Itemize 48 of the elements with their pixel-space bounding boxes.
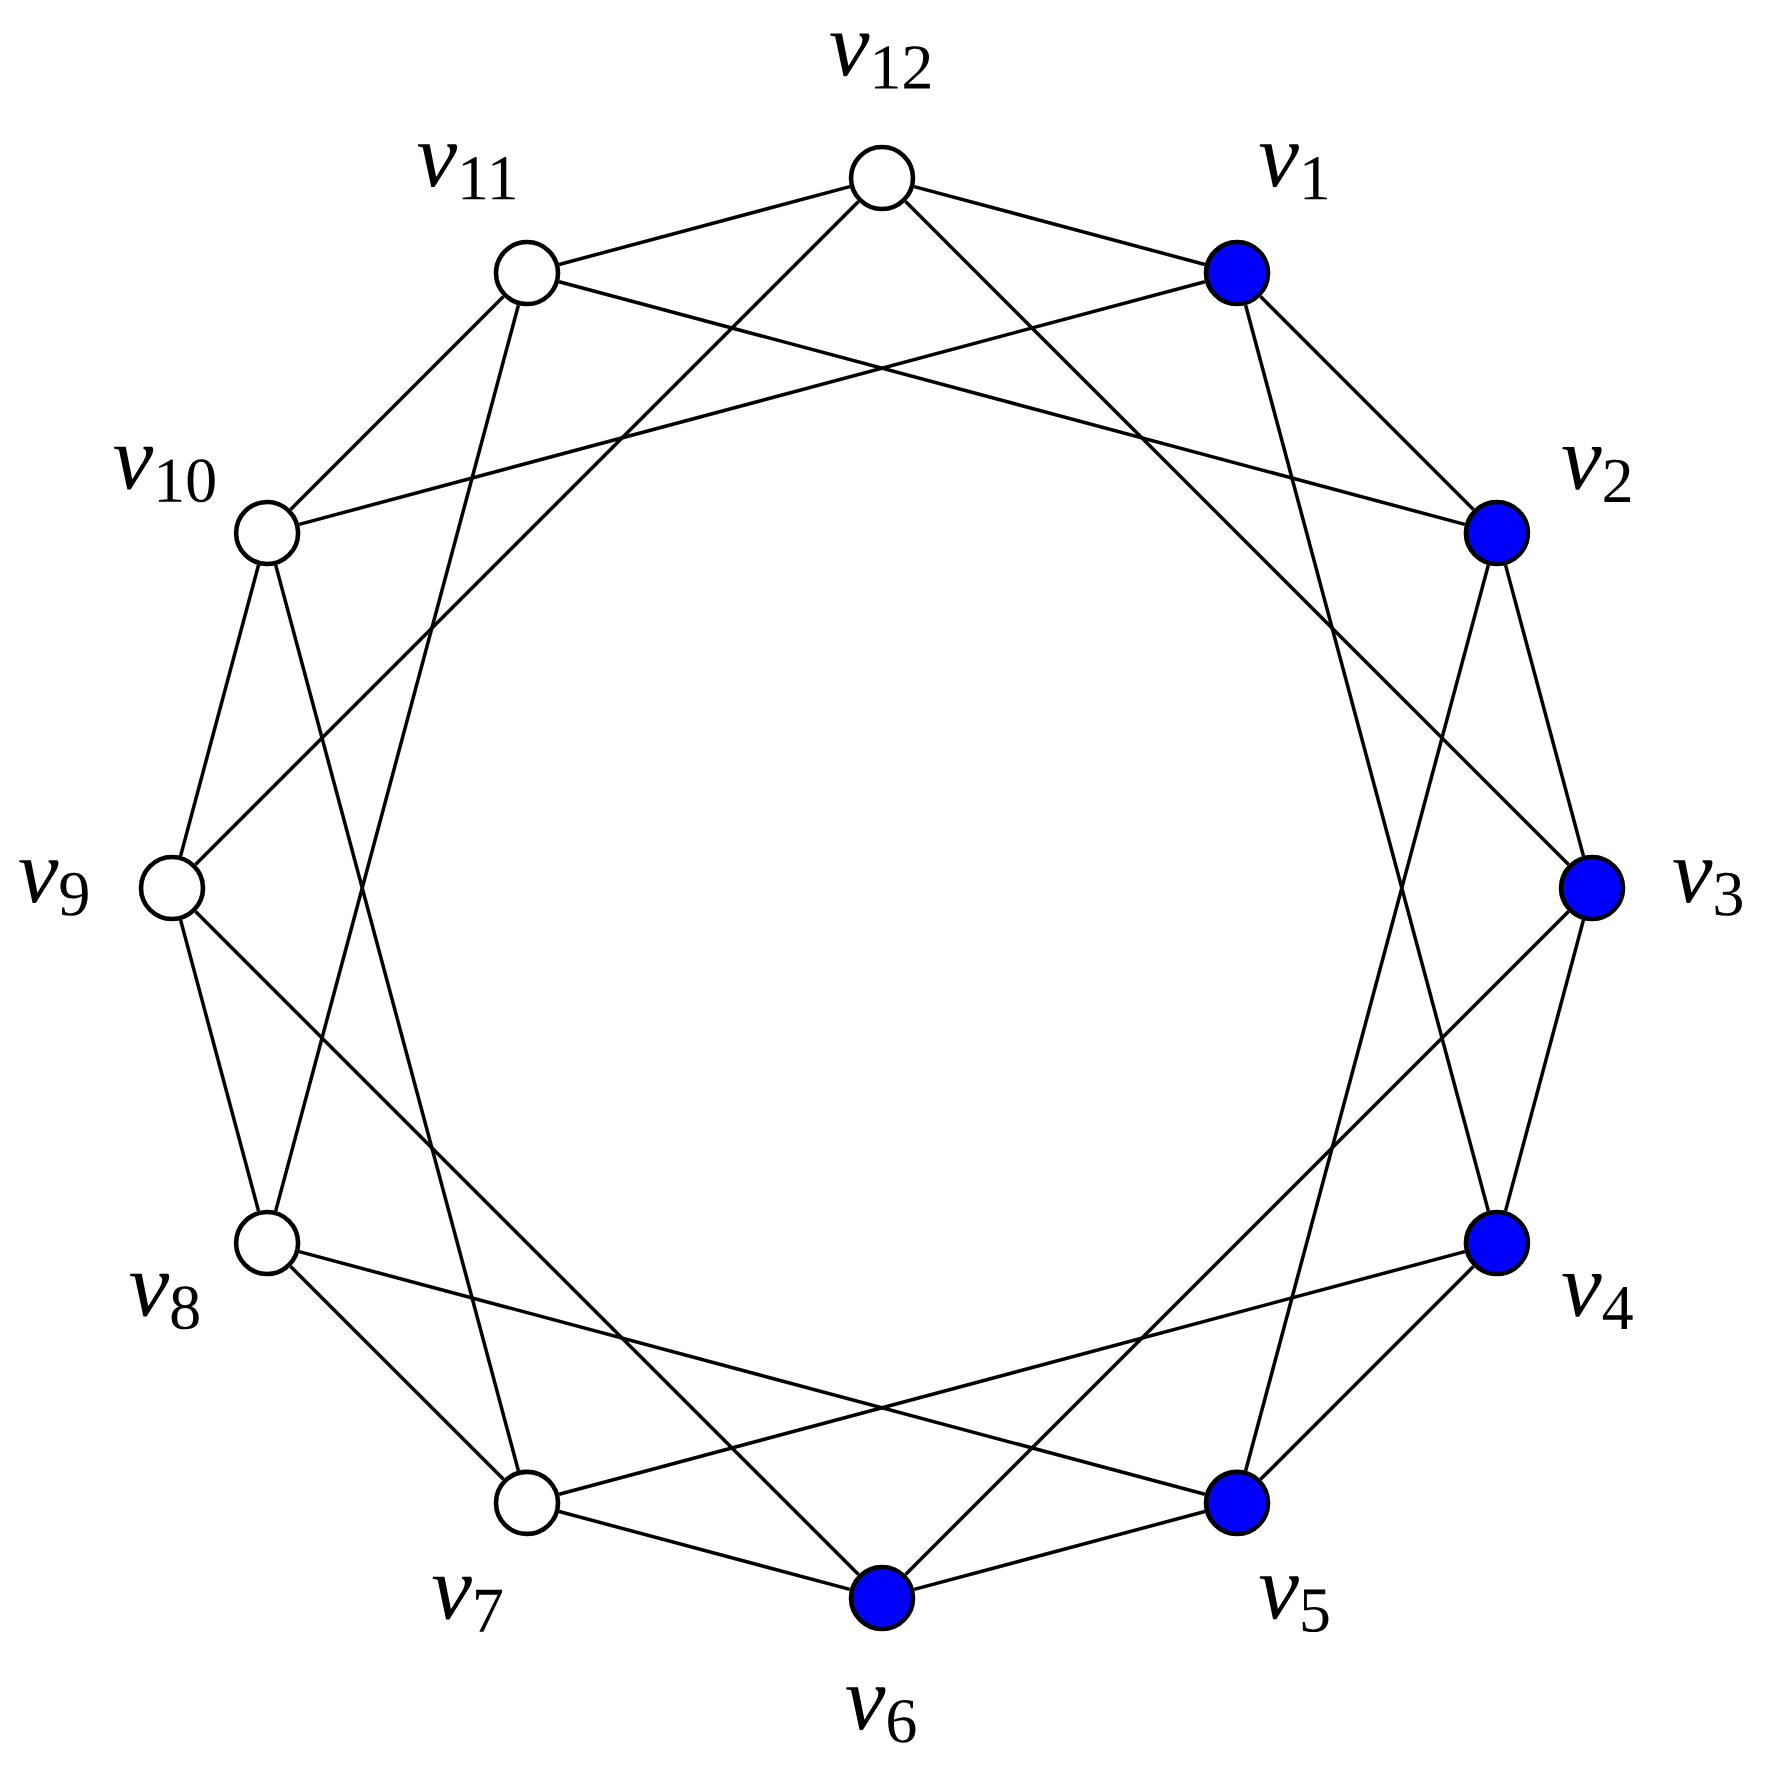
vertex-circle bbox=[1463, 1209, 1531, 1277]
vertex-circle bbox=[1463, 499, 1531, 567]
edge-line bbox=[1259, 295, 1475, 511]
edge-line bbox=[274, 564, 521, 1472]
edge-line bbox=[289, 1265, 505, 1481]
vertex-circle bbox=[138, 854, 206, 922]
edge-line bbox=[558, 1249, 1466, 1496]
edge-line bbox=[194, 200, 860, 866]
vertex-circle bbox=[493, 239, 561, 307]
edge-line bbox=[178, 564, 261, 857]
edge-line bbox=[1243, 304, 1490, 1212]
vertex-label: v$_{3}$ bbox=[1673, 860, 1742, 916]
vertex-circle bbox=[848, 1564, 916, 1632]
vertex-label: v$_{6}$ bbox=[846, 1687, 916, 1743]
vertex-circle bbox=[1203, 239, 1271, 307]
vertex-label: v$_{2}$ bbox=[1562, 446, 1631, 502]
vertex-circle bbox=[848, 144, 916, 212]
edge-line bbox=[289, 295, 505, 511]
vertex-label: v$_{10}$ bbox=[113, 446, 215, 503]
edge-line bbox=[558, 1509, 851, 1592]
vertex-circle bbox=[233, 1209, 301, 1277]
vertex-label: v$_{9}$ bbox=[19, 860, 88, 916]
edge-line bbox=[194, 910, 860, 1576]
vertex-label: v$_{12}$ bbox=[830, 33, 930, 89]
edge-line bbox=[298, 280, 1206, 527]
vertex-circle bbox=[233, 499, 301, 567]
edge-line bbox=[558, 184, 851, 267]
edge-line bbox=[1503, 919, 1586, 1212]
vertex-label: v$_{5}$ bbox=[1259, 1576, 1329, 1632]
edge-line bbox=[558, 280, 1466, 527]
vertex-label: v$_{11}$ bbox=[417, 144, 515, 200]
edge-line bbox=[1259, 1265, 1475, 1481]
edge-line bbox=[178, 919, 261, 1212]
vertex-label: v$_{1}$ bbox=[1259, 144, 1328, 200]
vertex-label: v$_{4}$ bbox=[1562, 1273, 1633, 1329]
vertex-label: v$_{7}$ bbox=[432, 1576, 503, 1632]
edge-line bbox=[1243, 564, 1490, 1472]
edge-line bbox=[298, 1249, 1206, 1496]
vertex-circle bbox=[1558, 854, 1626, 922]
edge-line bbox=[913, 1509, 1206, 1592]
vertex-label: v$_{8}$ bbox=[129, 1273, 199, 1330]
edge-line bbox=[904, 910, 1570, 1576]
edge-line bbox=[274, 304, 521, 1212]
vertex-circle bbox=[1203, 1469, 1271, 1537]
edge-line bbox=[1503, 564, 1586, 857]
edge-line bbox=[904, 200, 1570, 866]
edge-line bbox=[913, 184, 1206, 267]
vertex-circle bbox=[493, 1469, 561, 1537]
